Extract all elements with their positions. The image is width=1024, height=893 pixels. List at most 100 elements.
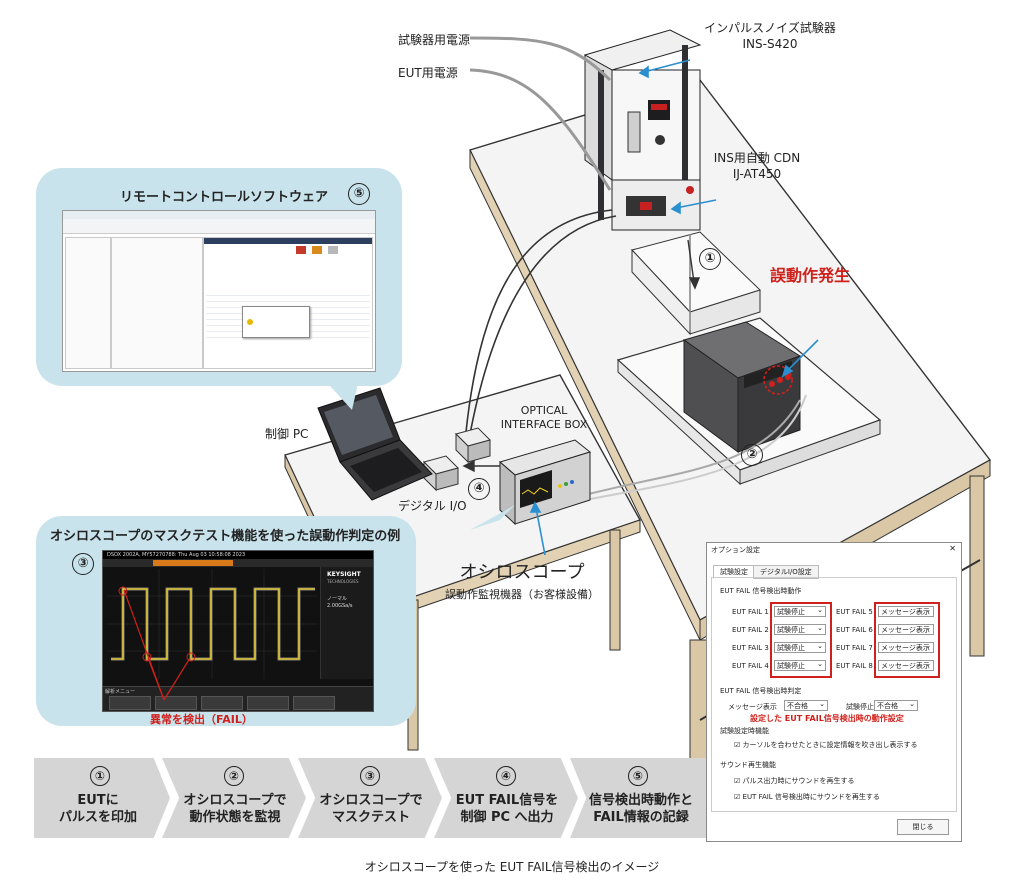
close-icon[interactable]: ✕ xyxy=(949,544,956,553)
group-judge: EUT FAIL 信号検出時判定 xyxy=(720,687,802,695)
judge-stop-select[interactable]: 不合格 xyxy=(874,699,918,711)
scope-name: オシロスコープ xyxy=(459,562,585,583)
fail-7-label: EUT FAIL 7 xyxy=(836,644,873,652)
scope-side-panel: KEYSIGHT TECHNOLOGIES ノーマル 2.00GSa/s xyxy=(320,567,373,679)
fail-3-label: EUT FAIL 3 xyxy=(732,644,769,652)
scope-label: オシロスコープ 誤動作監視機器（お客様設備） xyxy=(442,558,602,602)
step-5-line2: FAIL情報の記録 xyxy=(593,810,689,825)
step-1-line1: EUTに xyxy=(77,793,119,808)
scope-menu-label: 解析メニュー xyxy=(105,689,136,695)
sw-toolbar xyxy=(63,219,375,234)
control-cable xyxy=(465,209,613,433)
fail-4-select[interactable]: 試験停止 xyxy=(774,659,826,671)
tooltip-checkbox-label: カーソルを合わせたときに設定情報を吹き出し表示する xyxy=(742,741,918,749)
flow-arrows xyxy=(462,239,701,473)
remote-software-screenshot xyxy=(62,210,376,372)
keysight-logo: KEYSIGHT xyxy=(327,571,361,578)
sound-pulse-checkbox[interactable]: ☑ パルス出力時にサウンドを再生する xyxy=(734,777,855,785)
eut-power-cable xyxy=(469,68,612,191)
step-4-num: ④ xyxy=(496,766,516,786)
step-2-line1: オシロスコープで xyxy=(183,793,287,808)
sw-status-3 xyxy=(328,246,338,254)
fail-8-select[interactable]: メッセージ表示 xyxy=(878,659,934,671)
impulse-tester-label: インパルスノイズ試験器 INS-S420 xyxy=(690,20,850,52)
judge-stop-label: 試験停止 xyxy=(846,703,874,711)
optical-box-label: OPTICAL INTERFACE BOX xyxy=(484,404,604,432)
scope-softkeys: 解析メニュー xyxy=(103,686,373,711)
step-3-num: ③ xyxy=(360,766,380,786)
fail-6-select[interactable]: メッセージ表示 xyxy=(878,623,934,635)
eut-power-label: EUT用電源 xyxy=(398,66,458,80)
softkey-2 xyxy=(155,696,197,710)
keysight-sub: TECHNOLOGIES xyxy=(327,579,359,584)
bubble-tail-2 xyxy=(470,505,515,530)
softkey-4 xyxy=(247,696,289,710)
fail-3-select[interactable]: 試験停止 xyxy=(774,641,826,653)
sound-pulse-label: パルス出力時にサウンドを再生する xyxy=(742,777,855,785)
step-3-line1: オシロスコープで xyxy=(319,793,423,808)
judge-msg-select[interactable]: 不合格 xyxy=(784,699,828,711)
scope-trigger-indicator xyxy=(153,560,233,566)
mask-test-title: オシロスコープのマスクテスト機能を使った誤動作判定の例 xyxy=(50,529,401,544)
step-2-num: ② xyxy=(224,766,244,786)
step-2-line2: 動作状態を監視 xyxy=(189,810,281,825)
figure-caption: オシロスコープを使った EUT FAIL信号検出のイメージ xyxy=(364,860,660,874)
scope-header: DSOX 2002A, MY57270788: Thu Aug 03 10:58… xyxy=(103,551,373,559)
marker-1: ① xyxy=(699,248,721,270)
anomaly-label: 異常を検出（FAIL） xyxy=(150,713,253,726)
tab-digital-io[interactable]: デジタルI/O設定 xyxy=(753,565,819,579)
step-5-num: ⑤ xyxy=(628,766,648,786)
digital-io-label: デジタル I/O xyxy=(398,499,467,513)
setting-note: 設定した EUT FAIL信号検出時の動作設定 xyxy=(750,714,904,723)
sample-rate: 2.00GSa/s xyxy=(327,603,353,609)
sw-popup xyxy=(242,306,310,338)
control-cable-2 xyxy=(469,215,617,435)
softkey-3 xyxy=(201,696,243,710)
fail-2-select[interactable]: 試験停止 xyxy=(774,623,826,635)
tester-power-cable xyxy=(469,36,612,82)
optical-interface-box xyxy=(455,427,491,464)
group-tooltip: 試験設定時機能 xyxy=(720,727,769,735)
sw-status-2 xyxy=(312,246,322,254)
fail-7-select[interactable]: メッセージ表示 xyxy=(878,641,934,653)
step-3-line2: マスクテスト xyxy=(331,810,410,825)
sw-right-panel xyxy=(203,237,373,369)
step-1-text: EUTに パルスを印加 xyxy=(38,792,158,826)
impulse-tester-model: INS-S420 xyxy=(742,37,798,51)
step-5-text: 信号検出時動作と FAIL情報の記録 xyxy=(580,792,702,826)
fail-8-label: EUT FAIL 8 xyxy=(836,662,873,670)
fail-6-label: EUT FAIL 6 xyxy=(836,626,873,634)
tester-power-label: 試験器用電源 xyxy=(398,33,471,47)
tooltip-checkbox[interactable]: ☑ カーソルを合わせたときに設定情報を吹き出し表示する xyxy=(734,741,918,749)
sw-status-1 xyxy=(296,246,306,254)
anomaly-pointer-lines xyxy=(123,589,191,701)
step-5-line1: 信号検出時動作と xyxy=(588,793,693,808)
softkey-1 xyxy=(109,696,151,710)
scope-subtitle: 誤動作監視機器（お客様設備） xyxy=(445,588,599,601)
impulse-tester-name: インパルスノイズ試験器 xyxy=(704,21,836,35)
group-fail-action: EUT FAIL 信号検出時動作 xyxy=(720,587,802,595)
marker-3: ③ xyxy=(72,553,94,575)
fail-1-select[interactable]: 試験停止 xyxy=(774,605,826,617)
probe-cable-2 xyxy=(584,394,807,501)
fail-2-label: EUT FAIL 2 xyxy=(732,626,769,634)
scope-status-bar xyxy=(103,559,373,567)
sound-fail-checkbox[interactable]: ☑ EUT FAIL 信号検出時にサウンドを再生する xyxy=(734,793,880,801)
step-4-text: EUT FAIL信号を 制御 PC へ出力 xyxy=(444,792,570,826)
sw-left-panel xyxy=(65,237,111,369)
eut-device xyxy=(682,321,802,453)
step-1-line2: パルスを印加 xyxy=(58,810,137,825)
coupling-box xyxy=(631,231,761,336)
cdn-model: IJ-AT450 xyxy=(732,167,782,181)
cdn-label: INS用自動 CDN IJ-AT450 xyxy=(702,150,812,182)
malfunction-label: 誤動作発生 xyxy=(770,266,851,285)
close-button[interactable]: 閉じる xyxy=(897,819,949,835)
highlight-right xyxy=(874,602,940,678)
remote-software-title: リモートコントロールソフトウェア xyxy=(120,190,329,205)
scope-waveform xyxy=(107,569,317,679)
marker-4: ④ xyxy=(468,478,490,500)
step-2-text: オシロスコープで 動作状態を監視 xyxy=(172,792,298,826)
fail-5-select[interactable]: メッセージ表示 xyxy=(878,605,934,617)
marker-2: ② xyxy=(741,444,763,466)
dialog-title: オプション設定 xyxy=(711,546,760,554)
